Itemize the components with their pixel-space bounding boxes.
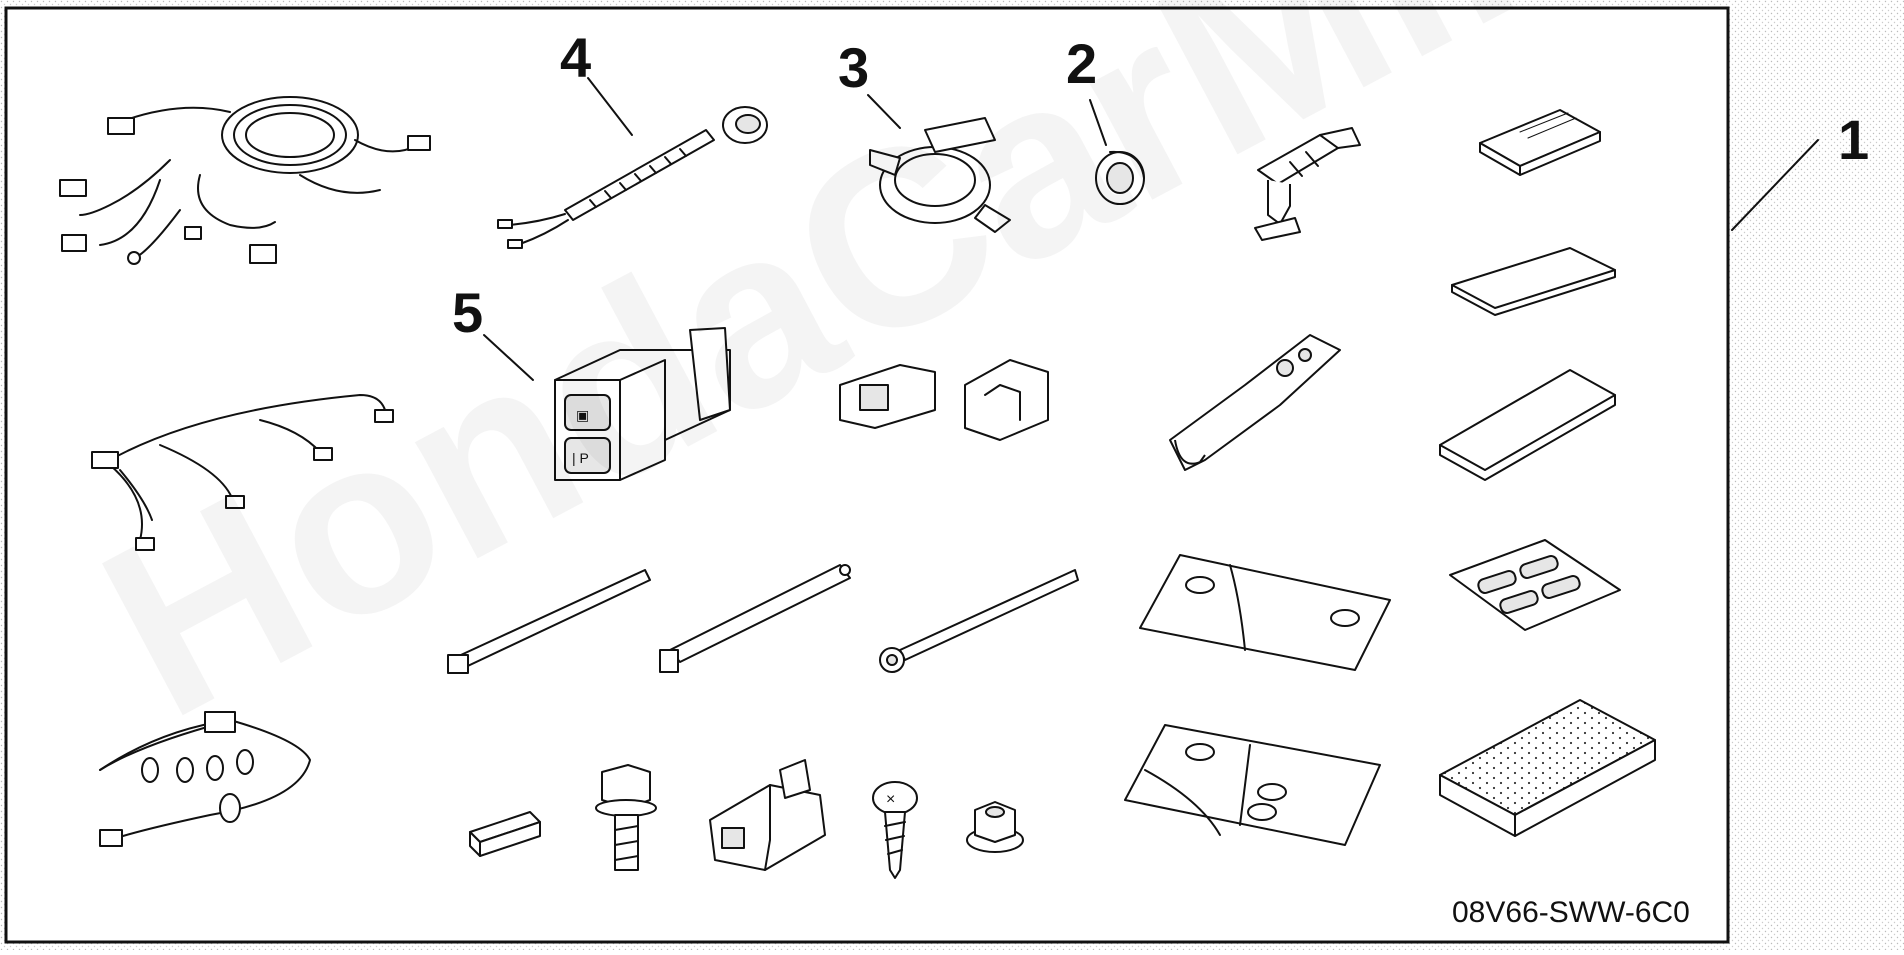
- sensor-harness: [91, 394, 394, 551]
- callout-1: 1: [1838, 108, 1870, 171]
- spacer-block: [469, 811, 541, 857]
- connector-holders: [839, 359, 1049, 441]
- bumper-harness: [99, 711, 311, 847]
- instruction-booklet: [1479, 109, 1601, 176]
- cable-tie-2: [659, 564, 851, 673]
- grommet: [1095, 150, 1145, 205]
- part-number: 08V66-SWW-6C0: [1452, 896, 1690, 929]
- svg-text:▣: ▣: [576, 407, 589, 423]
- svg-text:| P: | P: [572, 450, 589, 466]
- adhesive-pad: [1451, 247, 1616, 316]
- tapping-screw: ×: [872, 781, 918, 879]
- main-wire-harness: [59, 96, 431, 265]
- push-clip: [1254, 127, 1361, 241]
- template-sheet-1: [1139, 554, 1391, 671]
- cable-tie-1: [447, 569, 651, 674]
- adhesive-sheet: [1449, 539, 1621, 631]
- clip-bracket: [869, 117, 1011, 233]
- foam-pad: [1439, 369, 1616, 481]
- callout-2: 2: [1066, 32, 1098, 95]
- callout-3: 3: [838, 36, 870, 99]
- callout-leaders: [483, 77, 1819, 381]
- cable-tie-clip: [879, 569, 1079, 673]
- callout-4: 4: [560, 26, 592, 89]
- parking-sensor-switch: ▣ | P: [554, 327, 731, 481]
- sensor-cable: [497, 106, 768, 249]
- dotted-foam-block: [1439, 699, 1656, 837]
- flange-bolt: [595, 764, 657, 871]
- connector-housing: [709, 759, 826, 871]
- mounting-bracket: [1169, 334, 1341, 471]
- flange-nut: [966, 801, 1024, 853]
- callout-5: 5: [452, 281, 484, 344]
- svg-text:×: ×: [886, 791, 895, 808]
- template-sheet-2: [1124, 724, 1381, 846]
